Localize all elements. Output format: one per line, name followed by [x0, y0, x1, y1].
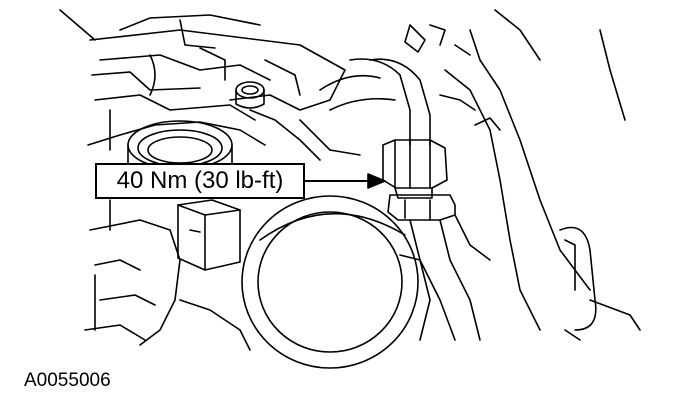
- torque-spec-label: 40 Nm (30 lb-ft): [116, 167, 284, 194]
- right-components: [404, 9, 641, 341]
- hose-fitting-nut: [382, 139, 456, 221]
- oil-filler-port: [235, 81, 265, 109]
- engine-block: [59, 9, 346, 161]
- pipe-lower: [409, 214, 491, 341]
- figure-id-label: A0055006: [24, 370, 111, 391]
- lower-casting: [84, 199, 251, 351]
- torque-callout-box: 40 Nm (30 lb-ft): [95, 163, 305, 199]
- callout-arrow: [304, 173, 386, 189]
- hose: [299, 58, 431, 156]
- pulley-housing: [241, 195, 431, 369]
- mount-bracket: [177, 199, 241, 271]
